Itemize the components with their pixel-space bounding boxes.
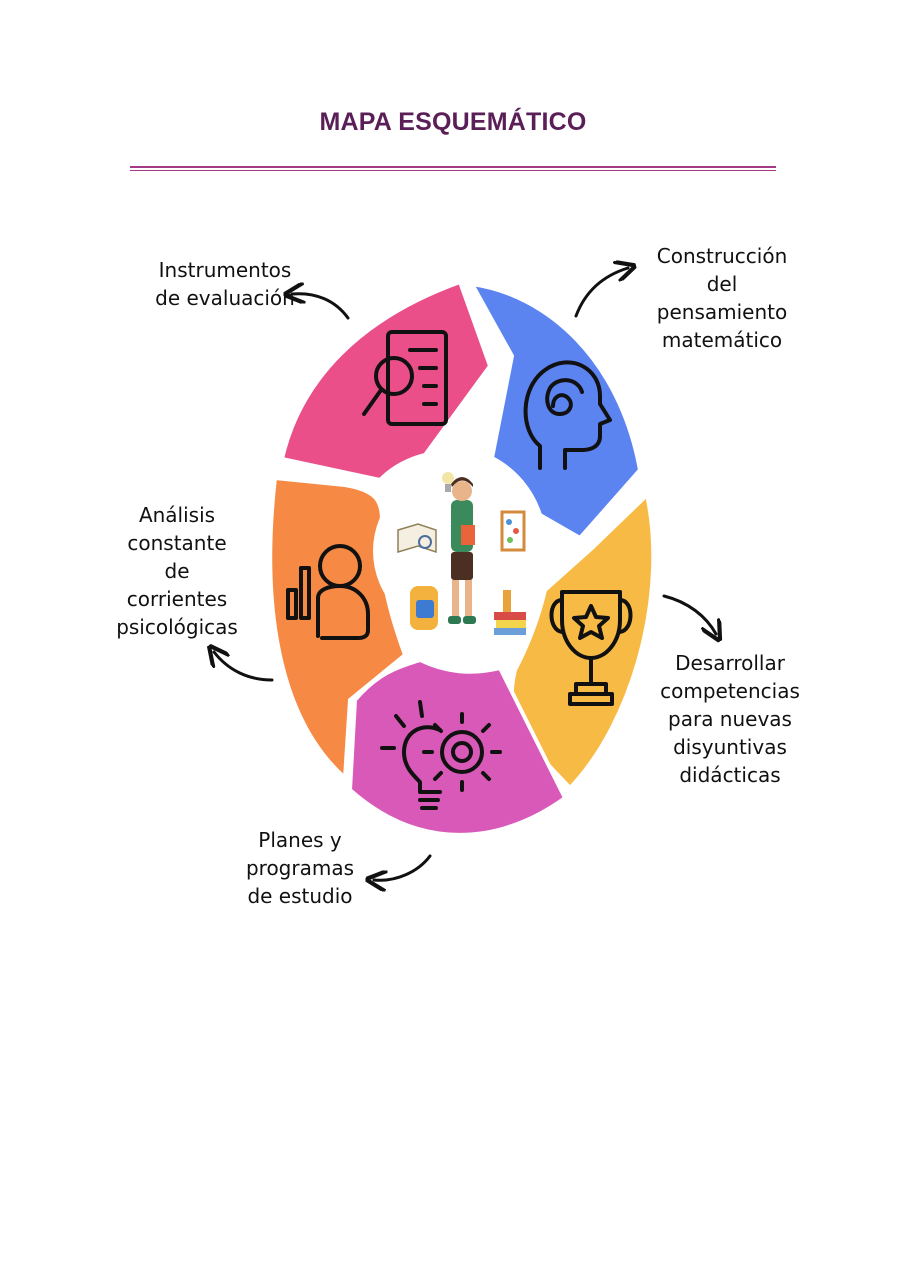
label-instrumentos: Instrumentos de evaluación [155,258,295,310]
student-illustration [397,472,526,635]
person-chart-icon [286,544,370,640]
label-planes: Planes y programas de estudio [245,828,355,908]
segment-construccion [468,281,643,541]
arrow-desarrollar [662,594,716,634]
document-magnifier-icon [362,330,448,426]
arrows [214,268,716,880]
label-desarrollar: Desarrollar competencias para nuevas dis… [660,651,800,787]
trophy-star-icon [549,590,633,706]
label-construccion: Construcción del pensamiento matemático [656,244,788,352]
arrow-construccion [574,268,628,318]
page-title: MAPA ESQUEMÁTICO [319,108,587,136]
title-rule [130,166,776,171]
arrow-instrumentos [292,294,350,320]
label-analisis: Análisis constante de corrientes psicoló… [116,503,238,639]
lightbulb-gear-icon [380,700,502,810]
wheel-segments [268,279,656,837]
head-spiral-icon [523,360,612,470]
arrow-analisis [214,652,274,682]
arrow-planes [374,854,432,880]
